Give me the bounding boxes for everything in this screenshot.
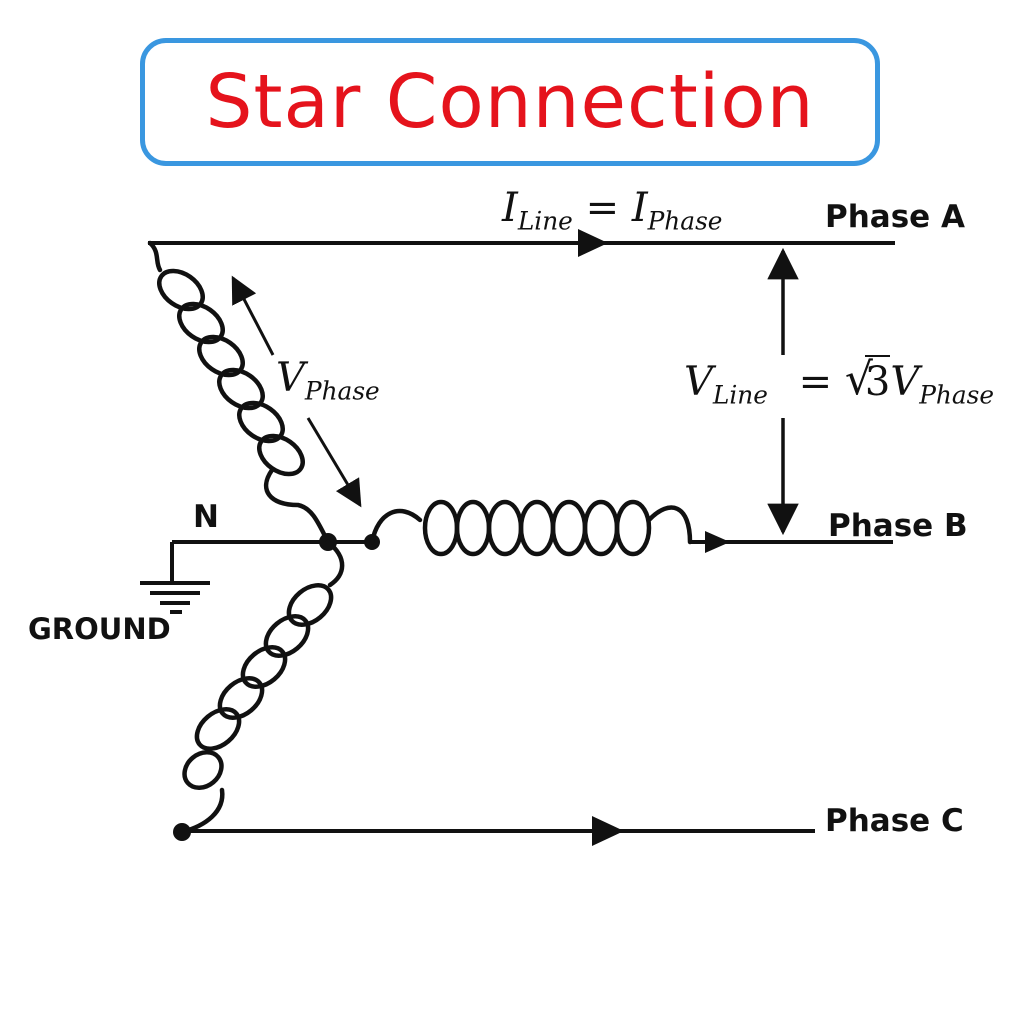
phase-b-coil bbox=[369, 499, 693, 557]
v-phase-arrow-up bbox=[231, 275, 275, 356]
neutral-label: N bbox=[193, 499, 219, 535]
phase-c-coil bbox=[179, 539, 345, 835]
line-voltage-equation: VLine = √3VPhase bbox=[682, 354, 997, 410]
eq-vline-root: 3 bbox=[864, 355, 891, 405]
eq-vline-rhs: V bbox=[890, 359, 920, 405]
phase-b-current-arrow bbox=[705, 531, 730, 553]
eq-current-equals: = bbox=[585, 185, 620, 231]
line-current-equation: ILine = IPhase bbox=[502, 188, 722, 234]
neutral-wire bbox=[170, 540, 372, 582]
phase-a-current-arrow bbox=[578, 229, 608, 257]
page-title: Star Connection bbox=[205, 59, 815, 145]
eq-current-rhs-sub: Phase bbox=[647, 206, 723, 236]
eq-vphase-sym: V bbox=[276, 355, 305, 401]
phase-b-label: Phase B bbox=[828, 508, 968, 544]
phase-voltage-label: VPhase bbox=[276, 358, 380, 404]
eq-vline-rhs-sub: Phase bbox=[919, 380, 995, 410]
eq-vline-equals: = bbox=[798, 359, 833, 405]
sqrt-symbol: √3 bbox=[844, 354, 891, 405]
phase-a-coil bbox=[147, 240, 331, 545]
ground-symbol bbox=[140, 581, 210, 614]
phase-c-label: Phase C bbox=[825, 803, 964, 839]
eq-current-lhs: I bbox=[502, 185, 518, 231]
eq-vline-lhs-sub: Line bbox=[712, 380, 768, 410]
phase-c-current-arrow bbox=[592, 816, 624, 846]
ground-label: GROUND bbox=[28, 612, 171, 646]
eq-vphase-sub: Phase bbox=[304, 376, 380, 406]
eq-current-lhs-sub: Line bbox=[517, 206, 573, 236]
phase-a-label: Phase A bbox=[825, 199, 965, 235]
v-phase-arrow-down bbox=[306, 417, 362, 508]
eq-current-rhs: I bbox=[631, 185, 648, 231]
eq-vline-lhs: V bbox=[684, 359, 713, 405]
title-box: Star Connection bbox=[140, 38, 880, 166]
